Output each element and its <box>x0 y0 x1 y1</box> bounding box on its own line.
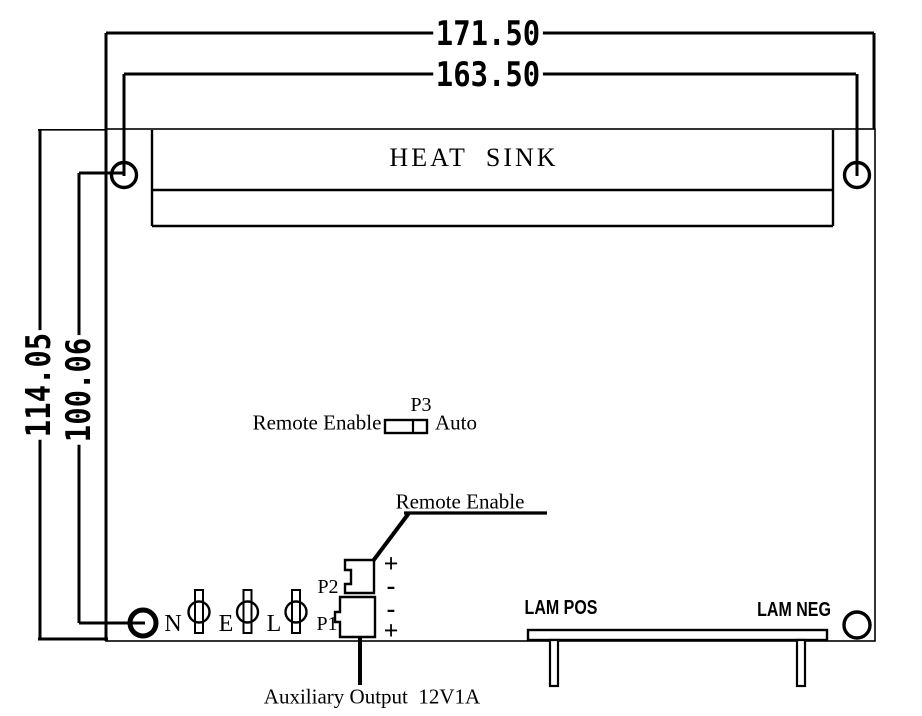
heat-sink-label: HEAT SINK <box>389 143 559 172</box>
lamp-pos-label: LAM POS <box>524 597 598 619</box>
connector-p2-minus-sign: - <box>386 571 396 600</box>
jumper-p3-left-option: Remote Enable <box>252 410 382 435</box>
terminal-e-blade <box>242 589 253 634</box>
callout-leader-line <box>371 511 411 563</box>
aux-output-label: Auxiliary Output 12V1A <box>263 684 481 709</box>
terminal-label-live: L <box>266 611 282 637</box>
dim-label-171-50: 171.50 <box>433 17 543 51</box>
terminal-n-blade <box>194 589 204 634</box>
connector-p1-plus-sign: + <box>383 616 399 645</box>
terminal-e-ring <box>235 600 260 624</box>
terminal-label-neutral: N <box>164 611 182 637</box>
terminal-n-ring <box>187 600 211 624</box>
dimension-lines <box>38 31 876 641</box>
dim-label-163-50: 163.50 <box>433 58 543 92</box>
jumper-p3-body <box>383 418 429 435</box>
lamp-output-bar <box>526 628 829 642</box>
lamp-pos-prong <box>548 638 560 688</box>
jumper-p3-designator: P3 <box>410 394 432 416</box>
lamp-neg-prong <box>795 638 807 688</box>
mounting-hole-bottom-right <box>842 610 872 640</box>
dim-label-100-06: 100.06 <box>59 335 99 445</box>
connector-p1-designator: P1 <box>316 613 338 635</box>
connector-p1-body <box>333 595 377 639</box>
connector-p2-designator: P2 <box>317 576 339 598</box>
board-outline <box>105 128 876 642</box>
connector-p2-body <box>343 558 376 595</box>
connector-p1-minus-sign: - <box>386 594 396 623</box>
heat-sink-box <box>150 130 835 228</box>
mains-terminal-symbols <box>187 589 308 634</box>
terminal-l-ring <box>284 600 308 624</box>
connector-p2-plus-sign: + <box>383 549 399 578</box>
callout-remote-enable-label: Remote Enable <box>395 489 525 514</box>
terminal-label-earth: E <box>218 611 234 637</box>
dim-label-114-05: 114.05 <box>19 330 59 440</box>
terminal-l-blade <box>291 589 301 634</box>
lamp-neg-label: LAM NEG <box>757 599 831 621</box>
jumper-p3-right-option: Auto <box>435 410 477 435</box>
